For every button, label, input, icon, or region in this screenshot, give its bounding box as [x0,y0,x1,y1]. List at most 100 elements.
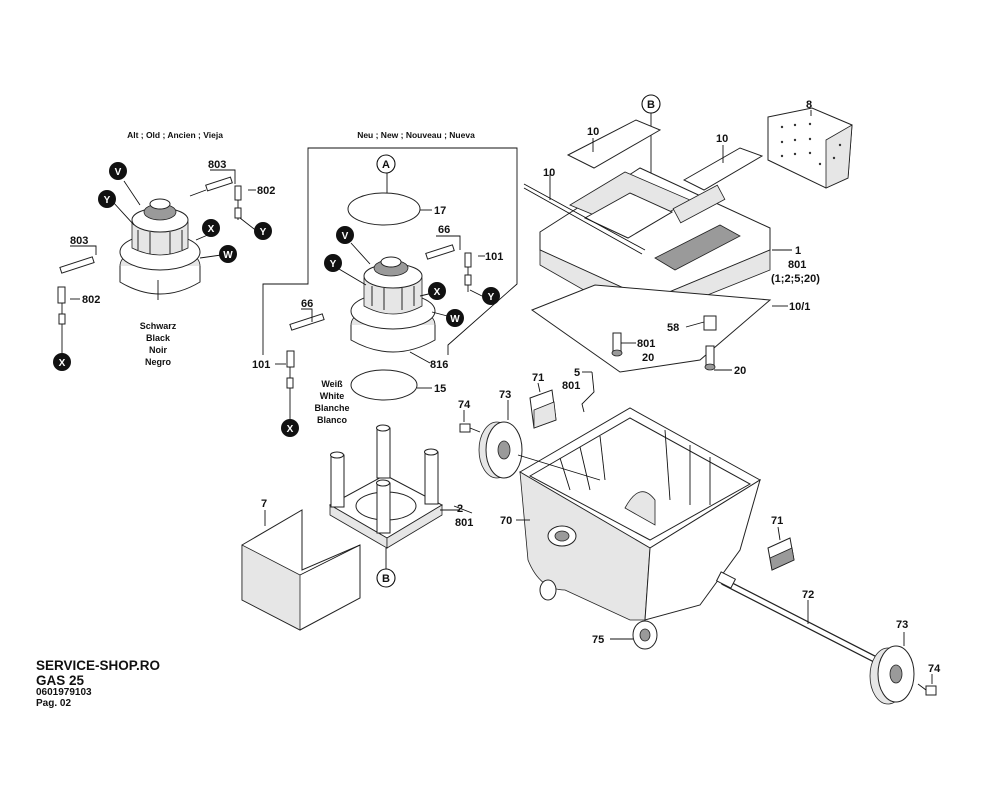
header-old: Alt ; Old ; Ancien ; Vieja [127,130,223,140]
footer-model: GAS 25 [36,673,85,688]
callout-72: 72 [802,589,814,601]
lid-filter-10-right [682,147,764,191]
callout-73-left: 73 [499,389,511,401]
callout-8: 8 [806,99,812,111]
bolt-74-right [917,683,937,696]
badge-y-old: Y [98,190,116,208]
svg-text:B: B [647,99,655,111]
old-connector-803-top [189,176,233,197]
connector-66-top [425,244,455,260]
badge-x-old-bottom: X [53,353,71,371]
footer-part-number: 0601979103 [36,687,92,698]
svg-text:Black: Black [146,333,171,343]
badge-y-new-right: Y [482,287,500,305]
connector-101-top [464,252,472,292]
svg-text:X: X [287,424,294,435]
bolt-74-left [459,423,481,433]
callout-801-hook: 801 [562,380,580,392]
callout-2: 2 [457,503,463,515]
badge-y-old-right: Y [254,222,272,240]
ref-point-b-top: B [641,94,661,114]
svg-text:Y: Y [488,292,495,303]
screw-20 [704,345,716,371]
wire-color-white: Weiß White Blanche Blanco [314,379,349,425]
callout-101-top: 101 [485,251,503,263]
badge-x-old: X [202,219,220,237]
callout-10-b: 10 [716,133,728,145]
clip-71-right [767,537,795,571]
footer-page: Pag. 02 [36,698,72,709]
connector-66-left [289,313,325,331]
svg-text:W: W [450,314,460,325]
wheel-73-left [478,421,523,479]
callout-10-a: 10 [587,126,599,138]
foam-filter-8 [767,107,853,189]
screw-801-20 [611,332,623,357]
callout-801-combo: (1;2;5;20) [771,273,820,285]
callout-15: 15 [434,383,446,395]
callout-801-base: 801 [455,517,473,529]
svg-text:V: V [115,167,122,178]
wheel-73-right [869,645,915,705]
svg-text:Y: Y [260,227,267,238]
header-new: Neu ; New ; Nouveau ; Nueva [357,130,475,140]
svg-text:White: White [320,391,345,401]
gasket-17 [347,192,421,226]
gasket-15 [350,369,418,401]
callout-58: 58 [667,322,679,334]
svg-text:V: V [342,231,349,242]
axle-72 [715,571,896,672]
container-70 [519,407,761,650]
wire-color-black: Schwarz Black Noir Negro [140,321,177,367]
callout-10-1: 10/1 [789,301,810,313]
svg-text:Schwarz: Schwarz [140,321,177,331]
svg-text:A: A [382,159,390,171]
callout-17: 17 [434,205,446,217]
callout-71-top: 71 [532,372,544,384]
callout-74-left: 74 [458,399,471,411]
callout-802-old-top: 802 [257,185,275,197]
svg-text:W: W [223,250,233,261]
svg-text:Weiß: Weiß [321,379,343,389]
svg-text:Blanco: Blanco [317,415,348,425]
svg-text:B: B [382,573,390,585]
callout-7: 7 [261,498,267,510]
badge-w-old: W [219,245,237,263]
old-connector-802-left [57,286,66,340]
callout-66-top: 66 [438,224,450,236]
callout-816: 816 [430,359,448,371]
callout-801-screw: 801 [637,338,655,350]
callout-20-a: 20 [642,352,654,364]
badge-v-old: V [109,162,127,180]
ref-point-a: A [376,154,396,174]
old-connector-803-left [59,256,95,274]
callout-101-left: 101 [252,359,270,371]
svg-text:Blanche: Blanche [314,403,349,413]
badge-x-new: X [428,282,446,300]
footer-shop: SERVICE-SHOP.RO [36,658,161,673]
svg-text:X: X [208,224,215,235]
new-motor-assembly [350,256,436,353]
callout-801-housing: 801 [788,259,806,271]
badge-w-new: W [446,309,464,327]
clip-71-top [529,389,557,429]
hook-5-801 [581,371,595,413]
svg-text:X: X [59,358,66,369]
callout-70: 70 [500,515,512,527]
ref-point-b-bottom: B [376,568,396,588]
svg-text:Noir: Noir [149,345,167,355]
callout-803-old-left: 803 [70,235,88,247]
new-assembly-frame [262,147,518,355]
callout-1: 1 [795,245,801,257]
callout-73-right: 73 [896,619,908,631]
callout-66-left: 66 [301,298,313,310]
badge-v-new: V [336,226,354,244]
callout-71-right: 71 [771,515,783,527]
svg-text:Negro: Negro [145,357,172,367]
clip-58 [703,315,717,331]
callout-20-b: 20 [734,365,746,377]
old-motor-assembly [119,198,201,300]
callout-74-right: 74 [928,663,941,675]
badge-x-new-bottom: X [281,419,299,437]
lid-filter-10-left [566,119,662,169]
